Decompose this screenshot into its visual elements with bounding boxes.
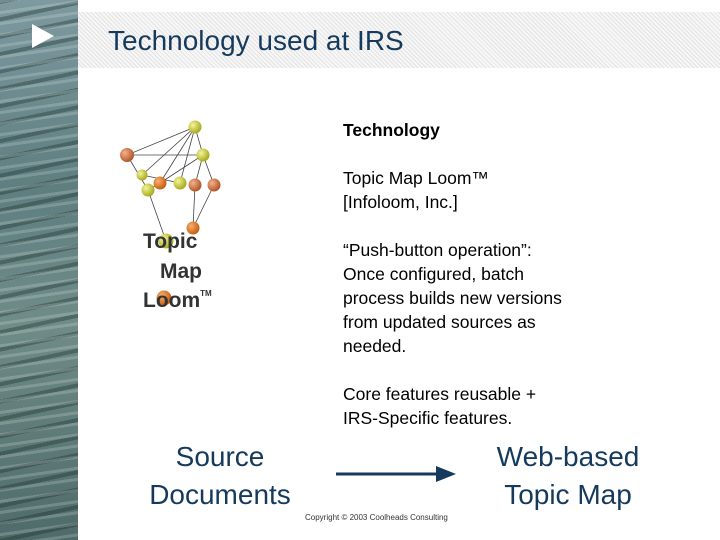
product-name: Topic Map Loom™ [343,168,489,188]
push-line-3: process builds new versions [343,288,562,308]
push-line-4: from updated sources as [343,312,536,332]
logo-word-map: Map [160,260,202,283]
copyright-notice: Copyright © 2003 Coolheads Consulting [305,513,448,522]
source-line-1: Source [175,441,265,472]
logo-word-topic: Topic [143,230,198,253]
target-line-1: Web-based [496,441,640,472]
slide-title: Technology used at IRS [108,25,404,56]
source-line-2: Documents [149,479,291,510]
logo-network-graphic [120,120,221,306]
play-triangle-icon [32,24,54,48]
push-line-5: needed. [343,336,407,356]
flow-arrow-icon [336,466,456,482]
web-topic-map-label: Web-based Topic Map [478,438,658,514]
flow-arrow-head [436,466,456,482]
core-line-1: Core features reusable + [343,384,537,404]
technology-text-block: Technology Topic Map Loom™ [Infoloom, In… [343,118,643,430]
logo-word-loom-text: Loom [143,289,201,312]
push-line-1: “Push-button operation”: [343,240,532,260]
title-bar-background [78,12,720,68]
source-documents-label: Source Documents [135,438,305,514]
logo-trademark: TM [200,289,212,298]
logo-word-loom: LoomTM [143,289,212,313]
water-texture-strip [0,0,78,540]
target-line-2: Topic Map [504,479,632,510]
topic-map-loom-logo: Topic Map LoomTM [110,115,260,320]
technology-heading: Technology [343,120,440,140]
push-line-2: Once configured, batch [343,264,524,284]
product-vendor: [Infoloom, Inc.] [343,192,458,212]
core-line-2: IRS-Specific features. [343,408,513,428]
